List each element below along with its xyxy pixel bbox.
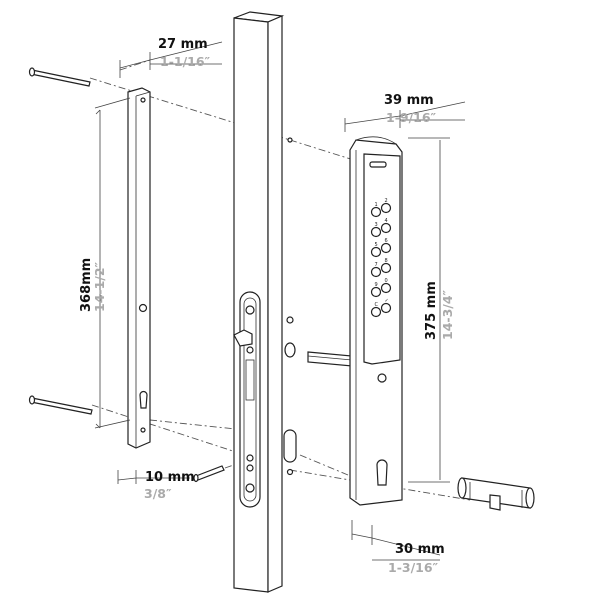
keypad-height-metric: 375 mm <box>424 281 439 340</box>
keypad-key-label: 2 <box>385 198 388 204</box>
keypad-key-label: 5 <box>375 242 378 248</box>
keypad-depth-metric: 30 mm <box>395 542 445 557</box>
plate-height-imperial: 14-1/2″ <box>92 261 107 312</box>
keypad-width-metric: 39 mm <box>384 93 434 108</box>
plate-width-imperial: 1-1/16″ <box>160 54 211 69</box>
keypad-key <box>380 302 392 314</box>
dimension-lines <box>94 41 466 561</box>
keypad-key <box>380 222 392 234</box>
plate-height-metric: 368mm <box>79 258 94 312</box>
keypad-depth-imperial: 1-3/16″ <box>388 560 439 575</box>
keypad-key-label: 9 <box>375 282 378 288</box>
keypad-key <box>370 206 382 218</box>
keypad-key <box>370 286 382 298</box>
keypad-key-label: C <box>375 302 379 308</box>
plate-thickness-metric: 10 mm <box>145 470 195 485</box>
gate-post <box>233 11 297 593</box>
keypad-key-label: 0 <box>385 278 388 284</box>
keypad-key <box>380 202 392 214</box>
keypad-key <box>370 246 382 258</box>
keypad-key-label: ✓ <box>385 298 389 304</box>
keypad-key <box>380 262 392 274</box>
keypad-key-label: 8 <box>385 258 388 264</box>
keypad-key-label: 1 <box>375 202 378 208</box>
back-plate <box>127 87 151 449</box>
keypad-key-label: 4 <box>385 218 388 224</box>
keypad-key-label: 7 <box>375 262 378 268</box>
keypad-unit <box>349 136 403 506</box>
keypad-key-label: 6 <box>385 238 388 244</box>
plate-thickness-imperial: 3/8″ <box>144 486 172 501</box>
keypad-key-label: 3 <box>375 222 378 228</box>
keypad-key <box>380 282 392 294</box>
screw-bottom <box>28 395 93 415</box>
keypad-key <box>380 242 392 254</box>
keypad-height-imperial: 14-3/4″ <box>440 289 455 340</box>
keypad-width-imperial: 1-9/16″ <box>386 110 437 125</box>
keypad-key <box>370 306 382 318</box>
keypad-key <box>370 226 382 238</box>
screw-top <box>28 67 91 87</box>
plate-width-metric: 27 mm <box>158 37 208 52</box>
keypad-key <box>370 266 382 278</box>
screw-small <box>193 465 225 483</box>
euro-cylinder <box>457 477 535 511</box>
keypad-keys: 1 2 3 4 5 6 7 8 9 0C ✓ <box>370 198 392 318</box>
